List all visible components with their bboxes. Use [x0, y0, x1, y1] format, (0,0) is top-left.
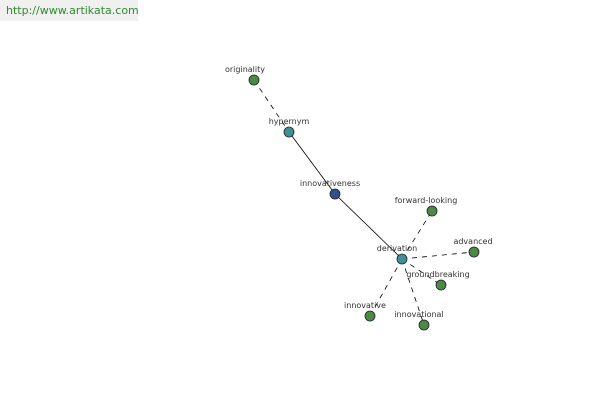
- site-url-link[interactable]: http://www.artikata.com: [0, 0, 139, 21]
- node-innovational[interactable]: innovational: [394, 310, 444, 331]
- node-forward-looking[interactable]: forward-looking: [395, 196, 458, 217]
- node-label-innovative: innovative: [344, 301, 386, 310]
- node-marker-originality[interactable]: [248, 74, 260, 86]
- node-marker-forward-looking[interactable]: [426, 205, 438, 217]
- edge-hypernym-innovativeness: [288, 131, 336, 195]
- edge-innovativeness-derivation: [334, 193, 403, 260]
- edge-originality-hypernym: [253, 79, 290, 133]
- graph-edges: [253, 79, 475, 326]
- node-groundbreaking[interactable]: groundbreaking: [406, 270, 470, 291]
- node-originality[interactable]: originality: [225, 65, 265, 86]
- edge-derivation-groundbreaking: [401, 258, 442, 286]
- node-label-groundbreaking: groundbreaking: [406, 270, 469, 279]
- node-label-innovational: innovational: [394, 310, 443, 319]
- node-label-derivation: derivation: [377, 244, 417, 253]
- graph-nodes: originality hypernym innovativeness derivat…: [225, 65, 493, 331]
- node-derivation[interactable]: derivation: [377, 244, 417, 265]
- node-label-originality: originality: [225, 65, 265, 74]
- node-label-hypernym: hypernym: [269, 117, 310, 126]
- node-hypernym[interactable]: hypernym: [269, 117, 310, 138]
- node-advanced[interactable]: advanced: [453, 237, 493, 258]
- node-innovative[interactable]: innovative: [344, 301, 386, 322]
- node-marker-innovative[interactable]: [364, 310, 376, 322]
- node-marker-innovational[interactable]: [418, 319, 430, 331]
- edge-derivation-innovational: [401, 258, 425, 326]
- node-marker-derivation[interactable]: [396, 253, 408, 265]
- node-marker-groundbreaking[interactable]: [435, 279, 447, 291]
- node-marker-innovativeness[interactable]: [329, 188, 341, 200]
- node-label-innovativeness: innovativeness: [300, 179, 360, 188]
- edge-derivation-advanced: [401, 251, 475, 260]
- node-label-advanced: advanced: [453, 237, 492, 246]
- node-innovativeness[interactable]: innovativeness: [300, 179, 360, 200]
- edge-derivation-innovative: [369, 258, 403, 317]
- node-marker-hypernym[interactable]: [283, 126, 295, 138]
- node-marker-advanced[interactable]: [468, 246, 480, 258]
- node-label-forward-looking: forward-looking: [395, 196, 458, 205]
